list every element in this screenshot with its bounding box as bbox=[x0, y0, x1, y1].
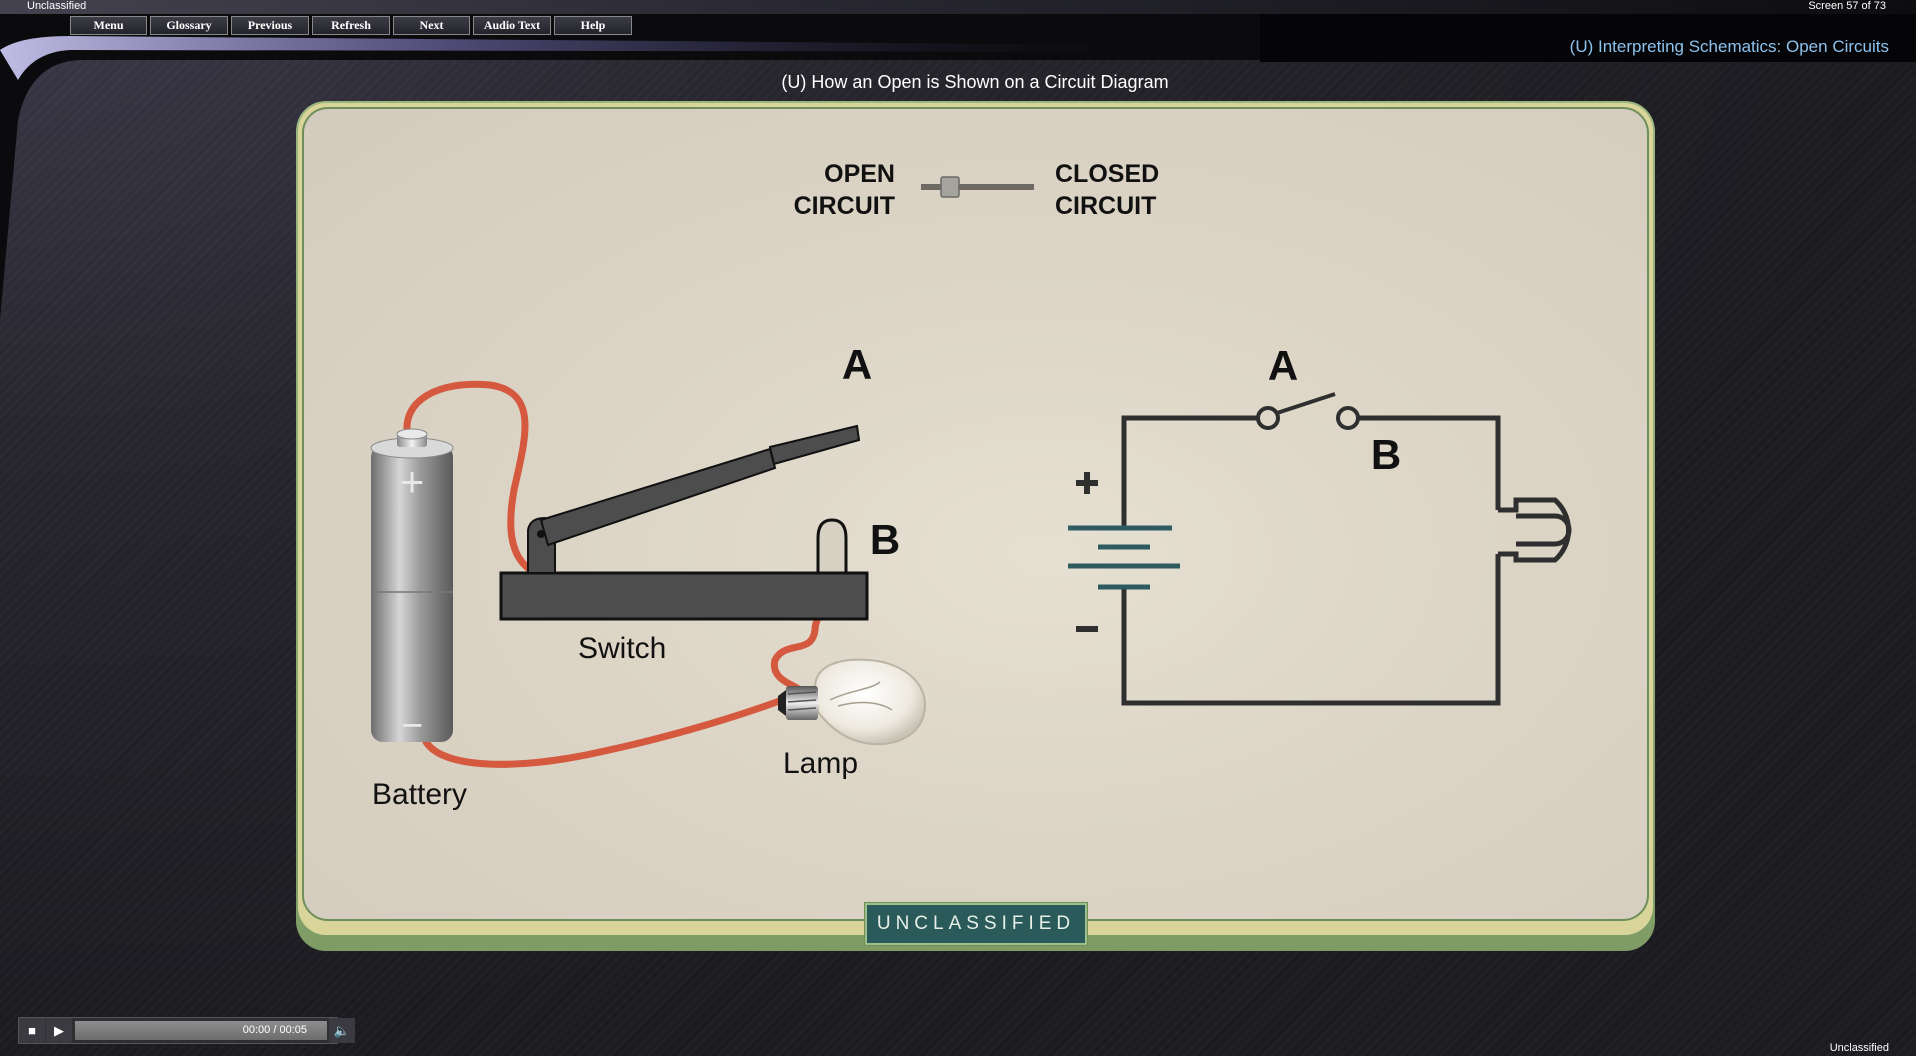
schematic-switch-contact-b bbox=[1336, 406, 1360, 430]
audio-time: 00:00 / 00:05 bbox=[242, 1024, 307, 1036]
switch-point-b-label: B bbox=[870, 516, 900, 563]
volume-icon[interactable]: 🔈 bbox=[329, 1018, 355, 1043]
toggle-left-label-1: OPEN bbox=[824, 160, 895, 188]
schematic-battery-symbol bbox=[1068, 525, 1180, 590]
schematic-diagram bbox=[1121, 392, 1572, 706]
toggle-track[interactable] bbox=[921, 184, 1034, 190]
glossary-button[interactable]: Glossary bbox=[150, 16, 228, 35]
battery-minus-sign: − bbox=[401, 705, 423, 747]
refresh-button[interactable]: Refresh bbox=[312, 16, 390, 35]
screen-counter: Screen 57 of 73 bbox=[1808, 0, 1886, 12]
audio-player: ■ ▶ 00:00 / 00:05 🔈 bbox=[18, 1017, 355, 1044]
battery-plus-sign: + bbox=[400, 458, 425, 505]
next-button[interactable]: Next bbox=[393, 16, 470, 35]
wire-battery-to-switch bbox=[403, 380, 544, 579]
toggle-left-label-2: CIRCUIT bbox=[794, 192, 895, 220]
switch-label: Switch bbox=[578, 632, 666, 665]
lamp-illustration bbox=[778, 658, 927, 746]
stop-button[interactable]: ■ bbox=[19, 1018, 45, 1043]
switch-point-a-label: A bbox=[842, 341, 872, 388]
schematic-wire-bottom bbox=[1121, 554, 1501, 706]
classification-top: Unclassified bbox=[27, 0, 87, 12]
toggle-right-label-1: CLOSED bbox=[1055, 160, 1159, 188]
battery-illustration: + − bbox=[370, 428, 454, 747]
schematic-point-b-label: B bbox=[1371, 431, 1401, 478]
schematic-switch-contact-a bbox=[1256, 406, 1280, 430]
schematic-lamp-inner bbox=[1516, 513, 1572, 547]
content-panel bbox=[302, 107, 1649, 921]
schematic-minus bbox=[1076, 626, 1098, 632]
play-button[interactable]: ▶ bbox=[46, 1018, 72, 1043]
open-closed-toggle[interactable]: OPEN CIRCUIT CLOSED CIRCUIT bbox=[794, 160, 1160, 220]
wire-lamp-to-battery bbox=[421, 696, 786, 768]
schematic-wire-right-top bbox=[1358, 415, 1501, 510]
classification-bottom: Unclassified bbox=[1829, 1042, 1889, 1054]
top-strip bbox=[0, 0, 1916, 14]
toggle-right-label-2: CIRCUIT bbox=[1055, 192, 1156, 220]
toggle-handle[interactable] bbox=[940, 176, 960, 198]
schematic-polarity-marks bbox=[1076, 472, 1098, 632]
screen-title: (U) How an Open is Shown on a Circuit Di… bbox=[781, 72, 1169, 92]
audio-text-button[interactable]: Audio Text bbox=[473, 16, 551, 35]
battery-label: Battery bbox=[372, 778, 467, 811]
help-button[interactable]: Help bbox=[554, 16, 632, 35]
knife-switch-illustration bbox=[499, 424, 869, 621]
schematic-switch-blade bbox=[1276, 392, 1336, 415]
classification-badge: UNCLASSIFIED bbox=[864, 902, 1088, 946]
nav-bar: Menu Glossary Previous Refresh Next Audi… bbox=[70, 16, 632, 36]
audio-progress-track[interactable]: 00:00 / 00:05 bbox=[75, 1021, 327, 1040]
course-title: (U) Interpreting Schematics: Open Circui… bbox=[1569, 37, 1889, 56]
schematic-wire-left-top bbox=[1121, 415, 1258, 530]
schematic-point-a-label: A bbox=[1268, 342, 1298, 389]
menu-button[interactable]: Menu bbox=[70, 16, 147, 35]
schematic-plus-vertical bbox=[1084, 472, 1090, 494]
lamp-label: Lamp bbox=[783, 747, 858, 780]
previous-button[interactable]: Previous bbox=[231, 16, 309, 35]
schematic-lamp-outer bbox=[1498, 497, 1571, 563]
